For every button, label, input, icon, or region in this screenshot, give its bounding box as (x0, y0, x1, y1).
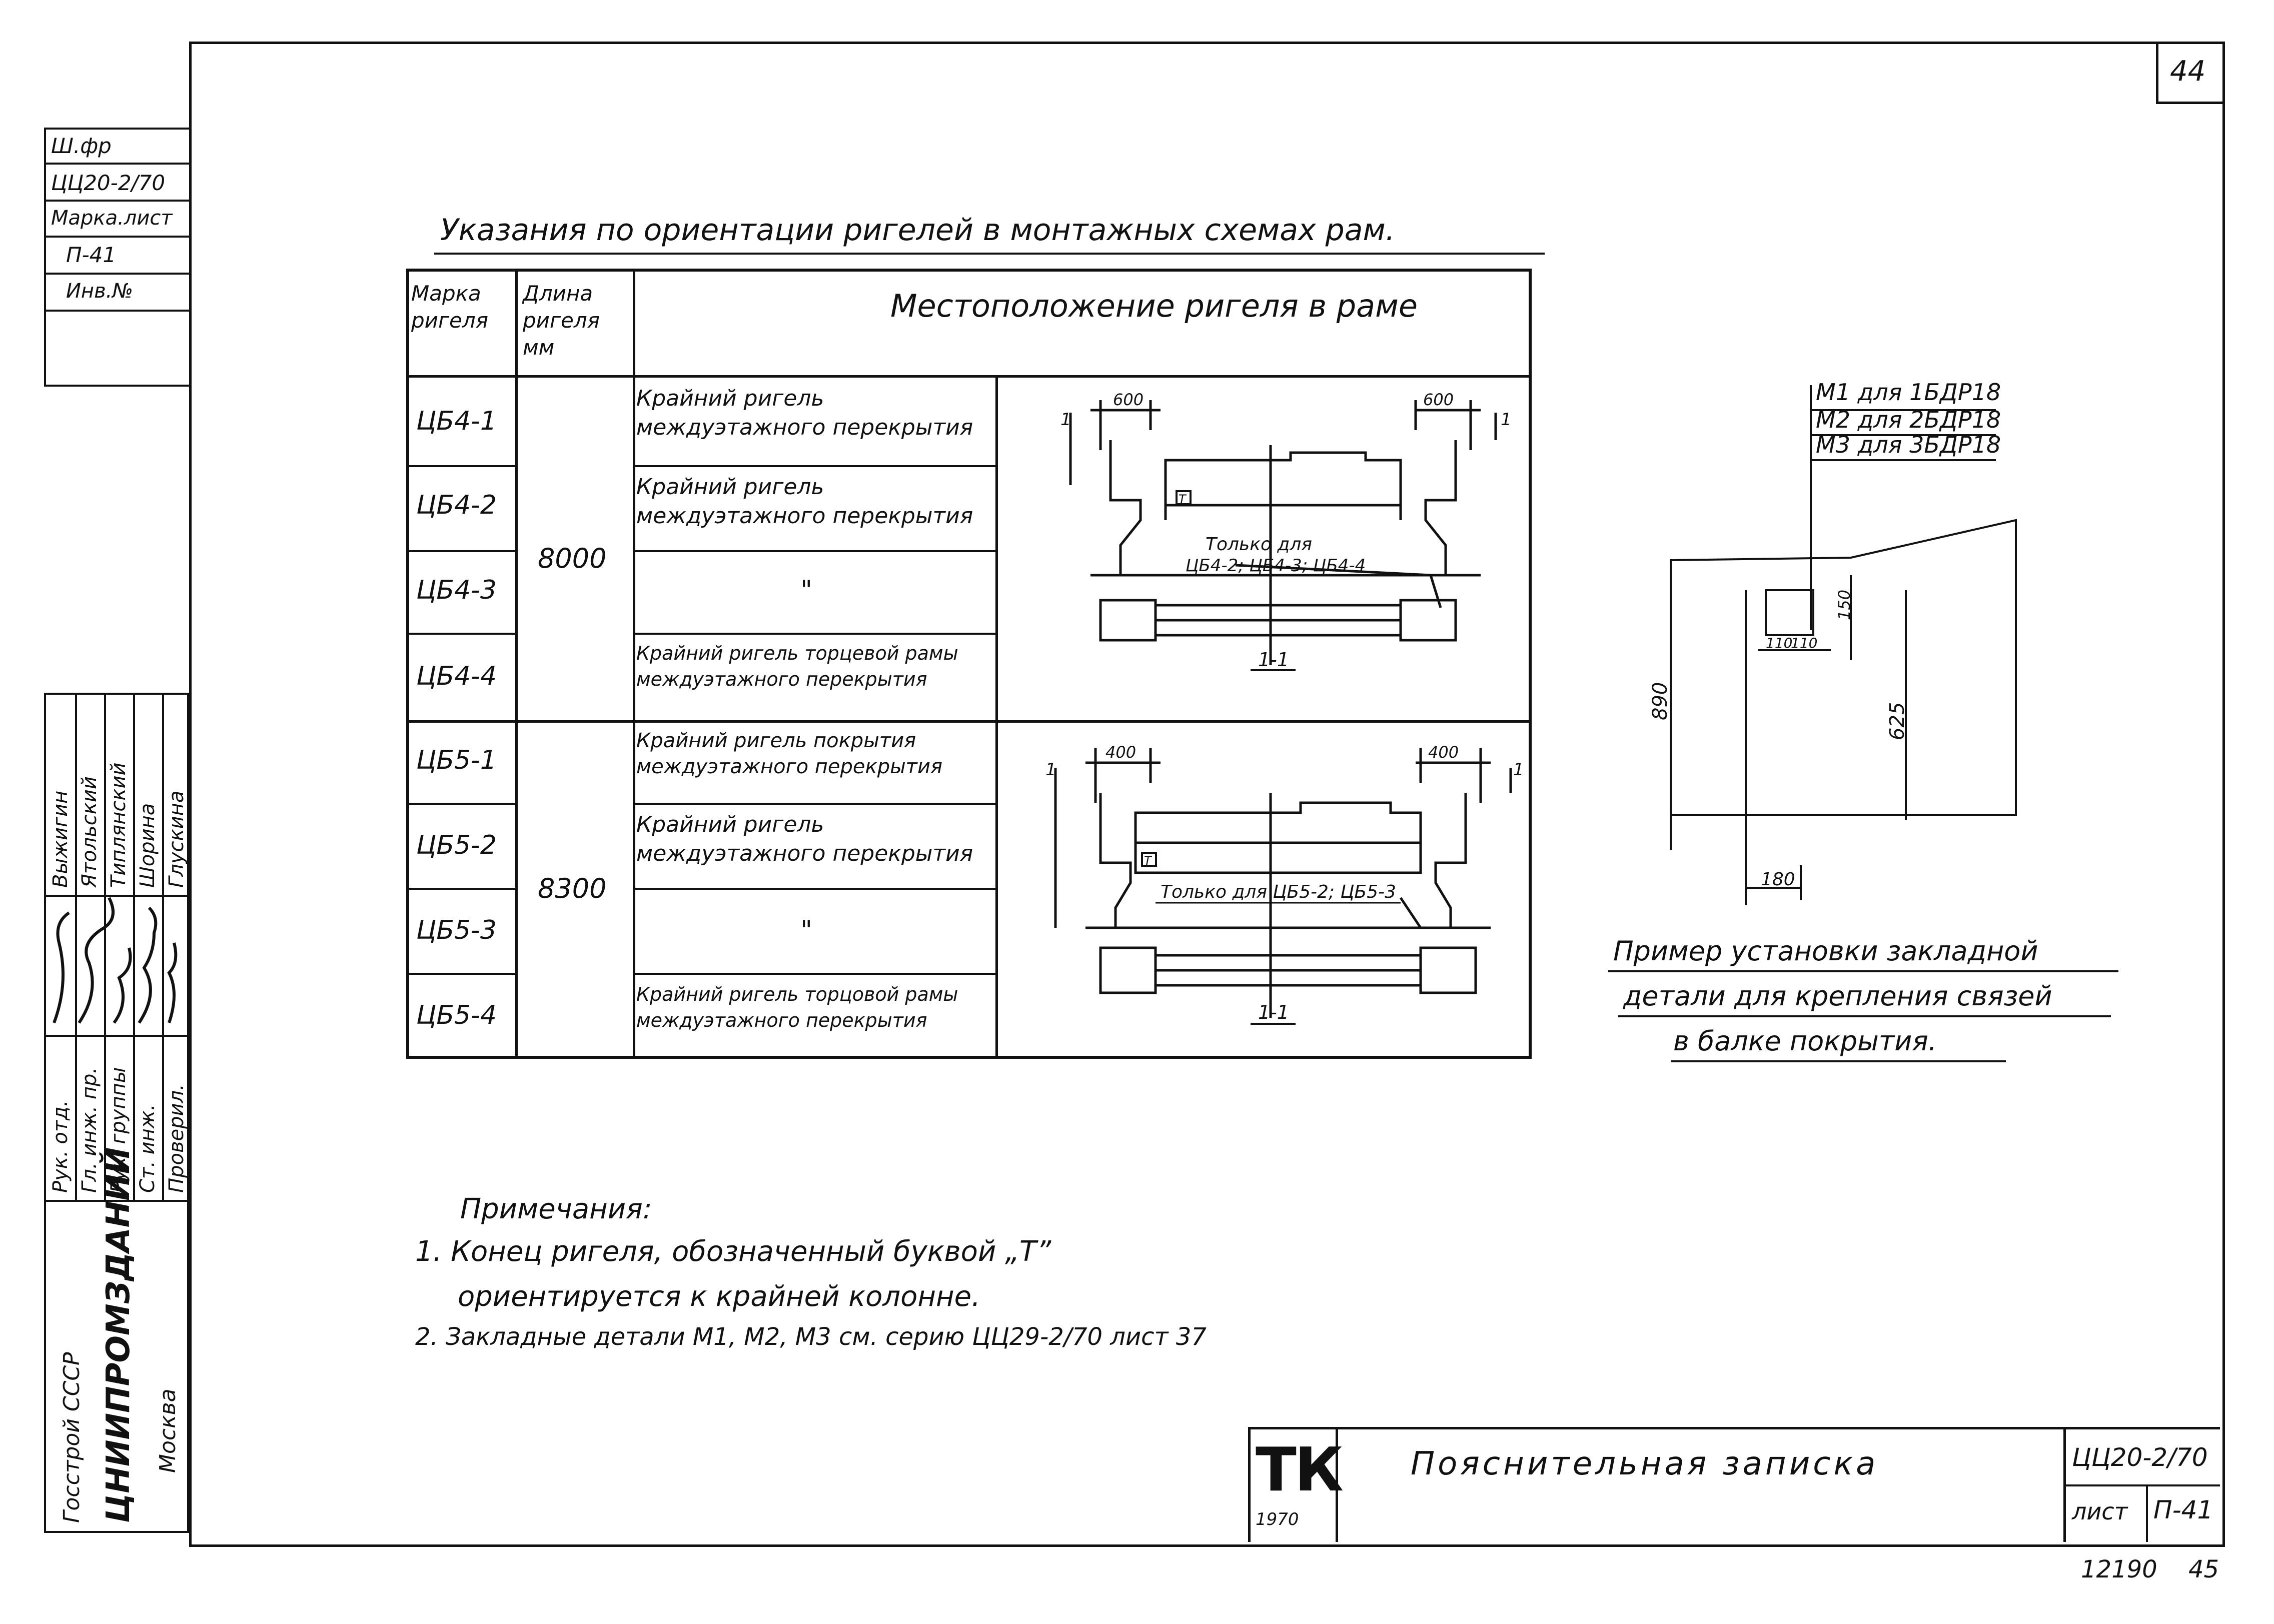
detail-caption-1: Пример установки закладной (1613, 935, 2038, 967)
row-desc-8: Крайний ригель торцовой рамы междуэтажно… (636, 983, 958, 1031)
signature-block (44, 693, 191, 1533)
bottom-mark-1: 12190 (2081, 1555, 2157, 1583)
stamp-box-3: Марка.лист (51, 207, 173, 230)
orientation-table (406, 269, 1532, 1059)
note-1-cont: ориентируется к крайней колонне. (458, 1280, 980, 1313)
stamp-role-1: Рук. отд. (49, 1100, 72, 1193)
detail-dim-110b: 110 (1791, 635, 1817, 651)
stamp-role-2: Гл. инж. пр. (78, 1067, 101, 1193)
row-desc-2: Крайний ригель междуэтажного перекрытия (636, 474, 973, 529)
detail-dim-625: 625 (1886, 702, 1909, 740)
page-number-box (2156, 42, 2222, 104)
stamp-role-5: Проверил. (165, 1084, 188, 1193)
beam2-cut-right: 1 (1513, 760, 1524, 780)
beam1-note-1: Только для (1206, 534, 1312, 555)
handwritten-signatures (53, 897, 178, 1024)
title-year: 1970 (1256, 1509, 1299, 1529)
row-desc-1: Крайний ригель междуэтажного перекрытия (636, 386, 973, 440)
stamp-box-5: Инв.№ (66, 280, 133, 303)
length-8300: 8300 (538, 873, 607, 904)
length-8000: 8000 (538, 543, 607, 574)
stamp-box-2: ЦЦ20-2/70 (51, 171, 166, 195)
row-desc-3: " (800, 575, 812, 605)
org-cniipromzdaniy: ЦНИИПРОМЗДАНИЙ (99, 1147, 137, 1523)
beam1-note-2: ЦБ4-2; ЦБ4-3; ЦБ4-4 (1186, 556, 1366, 576)
signature-block-text: Рук. отд. Гл. инж. пр. Рук. группы Ст. и… (49, 762, 188, 1523)
row-mark-5: ЦБ5-1 (416, 745, 497, 775)
beam1-letter: Т (1179, 492, 1187, 506)
sheet-frame (189, 42, 2225, 1547)
bottom-mark-2: 45 (2188, 1555, 2219, 1583)
notes-heading: Примечания: (460, 1193, 652, 1225)
beam1-cut-right: 1 (1501, 410, 1512, 430)
main-title: Указания по ориентации ригелей в монтажн… (440, 213, 1395, 248)
detail-label-m1: М1 для 1БДР18 (1816, 379, 2001, 406)
row-mark-6: ЦБ5-2 (416, 830, 497, 860)
beam2-dim-left: 400 (1105, 743, 1136, 762)
title-sheet-value: П-41 (2153, 1495, 2213, 1524)
beam1-cut-left: 1 (1060, 410, 1071, 430)
org-gosstroy: Госстрой СССР (59, 1352, 85, 1523)
detail-label-m3: М3 для 3БДР18 (1816, 431, 2001, 458)
stamp-box-1: Ш.фр (51, 134, 112, 158)
detail-caption-3: в балке покрытия. (1673, 1025, 1937, 1057)
row-desc-7: " (800, 915, 812, 945)
row-mark-1: ЦБ4-1 (416, 406, 497, 436)
detail-dim-890: 890 (1649, 682, 1672, 720)
beam1-dim-right: 600 (1423, 390, 1454, 409)
stamp-name-2: Ятольский (78, 776, 101, 888)
beam2-note: Только для ЦБ5-2; ЦБ5-3 (1161, 882, 1396, 902)
stamp-name-4: Шорина (136, 803, 159, 888)
title-text: Пояснительная записка (1411, 1445, 1879, 1482)
org-moskva: Москва (155, 1388, 181, 1473)
detail-dim-150: 150 (1835, 590, 1854, 620)
title-code: ЦЦ20-2/70 (2072, 1443, 2208, 1472)
row-desc-5: Крайний ригель покрытия междуэтажного пе… (636, 729, 943, 778)
beam2-letter: Т (1144, 854, 1153, 868)
header-length: Длина ригеля мм (523, 281, 600, 360)
title-sheet-label: лист (2072, 1498, 2128, 1525)
header-location: Местоположение ригеля в раме (890, 288, 1418, 324)
row-mark-7: ЦБ5-3 (416, 915, 497, 945)
beam1-dim-left: 600 (1113, 390, 1144, 409)
beam-diagram-8000: Т 600 600 1 1 Только для ЦБ4-2; ЦБ4-3; Ц… (1060, 390, 1512, 671)
beam2-section: 1-1 (1258, 1001, 1289, 1023)
row-mark-8: ЦБ5-4 (416, 1000, 497, 1030)
stamp-name-3: Типлянский (107, 762, 130, 888)
title-block (1248, 1427, 2220, 1542)
row-mark-3: ЦБ4-3 (416, 575, 497, 605)
row-desc-6: Крайний ригель междуэтажного перекрытия (636, 812, 973, 866)
stamp-box-4: П-41 (66, 243, 117, 267)
title-underline (434, 253, 1545, 255)
tk-logo: ТК (1256, 1435, 1344, 1505)
detail-caption-2: детали для крепления связей (1623, 980, 2052, 1012)
stamp-role-3: Рук. группы (107, 1067, 130, 1193)
row-desc-4: Крайний ригель торцевой рамы междуэтажно… (636, 642, 958, 690)
note-2: 2. Закладные детали М1, М2, М3 см. серию… (415, 1323, 1207, 1351)
header-mark: Марка ригеля (411, 281, 488, 333)
beam2-cut-left: 1 (1045, 760, 1056, 780)
embedded-detail-drawing: М1 для 1БДР18 М2 для 2БДР18 М3 для 3БДР1… (1649, 379, 2017, 905)
detail-dim-110a: 110 (1766, 635, 1792, 651)
beam-diagram-8300: Т 400 400 1 1 Только для ЦБ5-2; ЦБ5-3 1-… (1045, 743, 1524, 1025)
page-number: 44 (2170, 55, 2206, 88)
detail-label-m2: М2 для 2БДР18 (1816, 406, 2001, 433)
left-stamp-upper: Ш.фр ЦЦ20-2/70 Марка.лист П-41 Инв.№ (44, 128, 191, 387)
stamp-role-4: Ст. инж. (136, 1104, 159, 1193)
beam2-dim-right: 400 (1428, 743, 1459, 762)
beam1-section: 1-1 (1258, 649, 1289, 671)
stamp-name-1: Выжигин (49, 791, 72, 888)
row-mark-4: ЦБ4-4 (416, 661, 497, 691)
note-1: 1. Конец ригеля, обозначенный буквой „Т” (415, 1235, 1051, 1268)
row-mark-2: ЦБ4-2 (416, 490, 497, 520)
detail-dim-180: 180 (1761, 869, 1795, 890)
stamp-name-5: Глускина (165, 791, 188, 888)
